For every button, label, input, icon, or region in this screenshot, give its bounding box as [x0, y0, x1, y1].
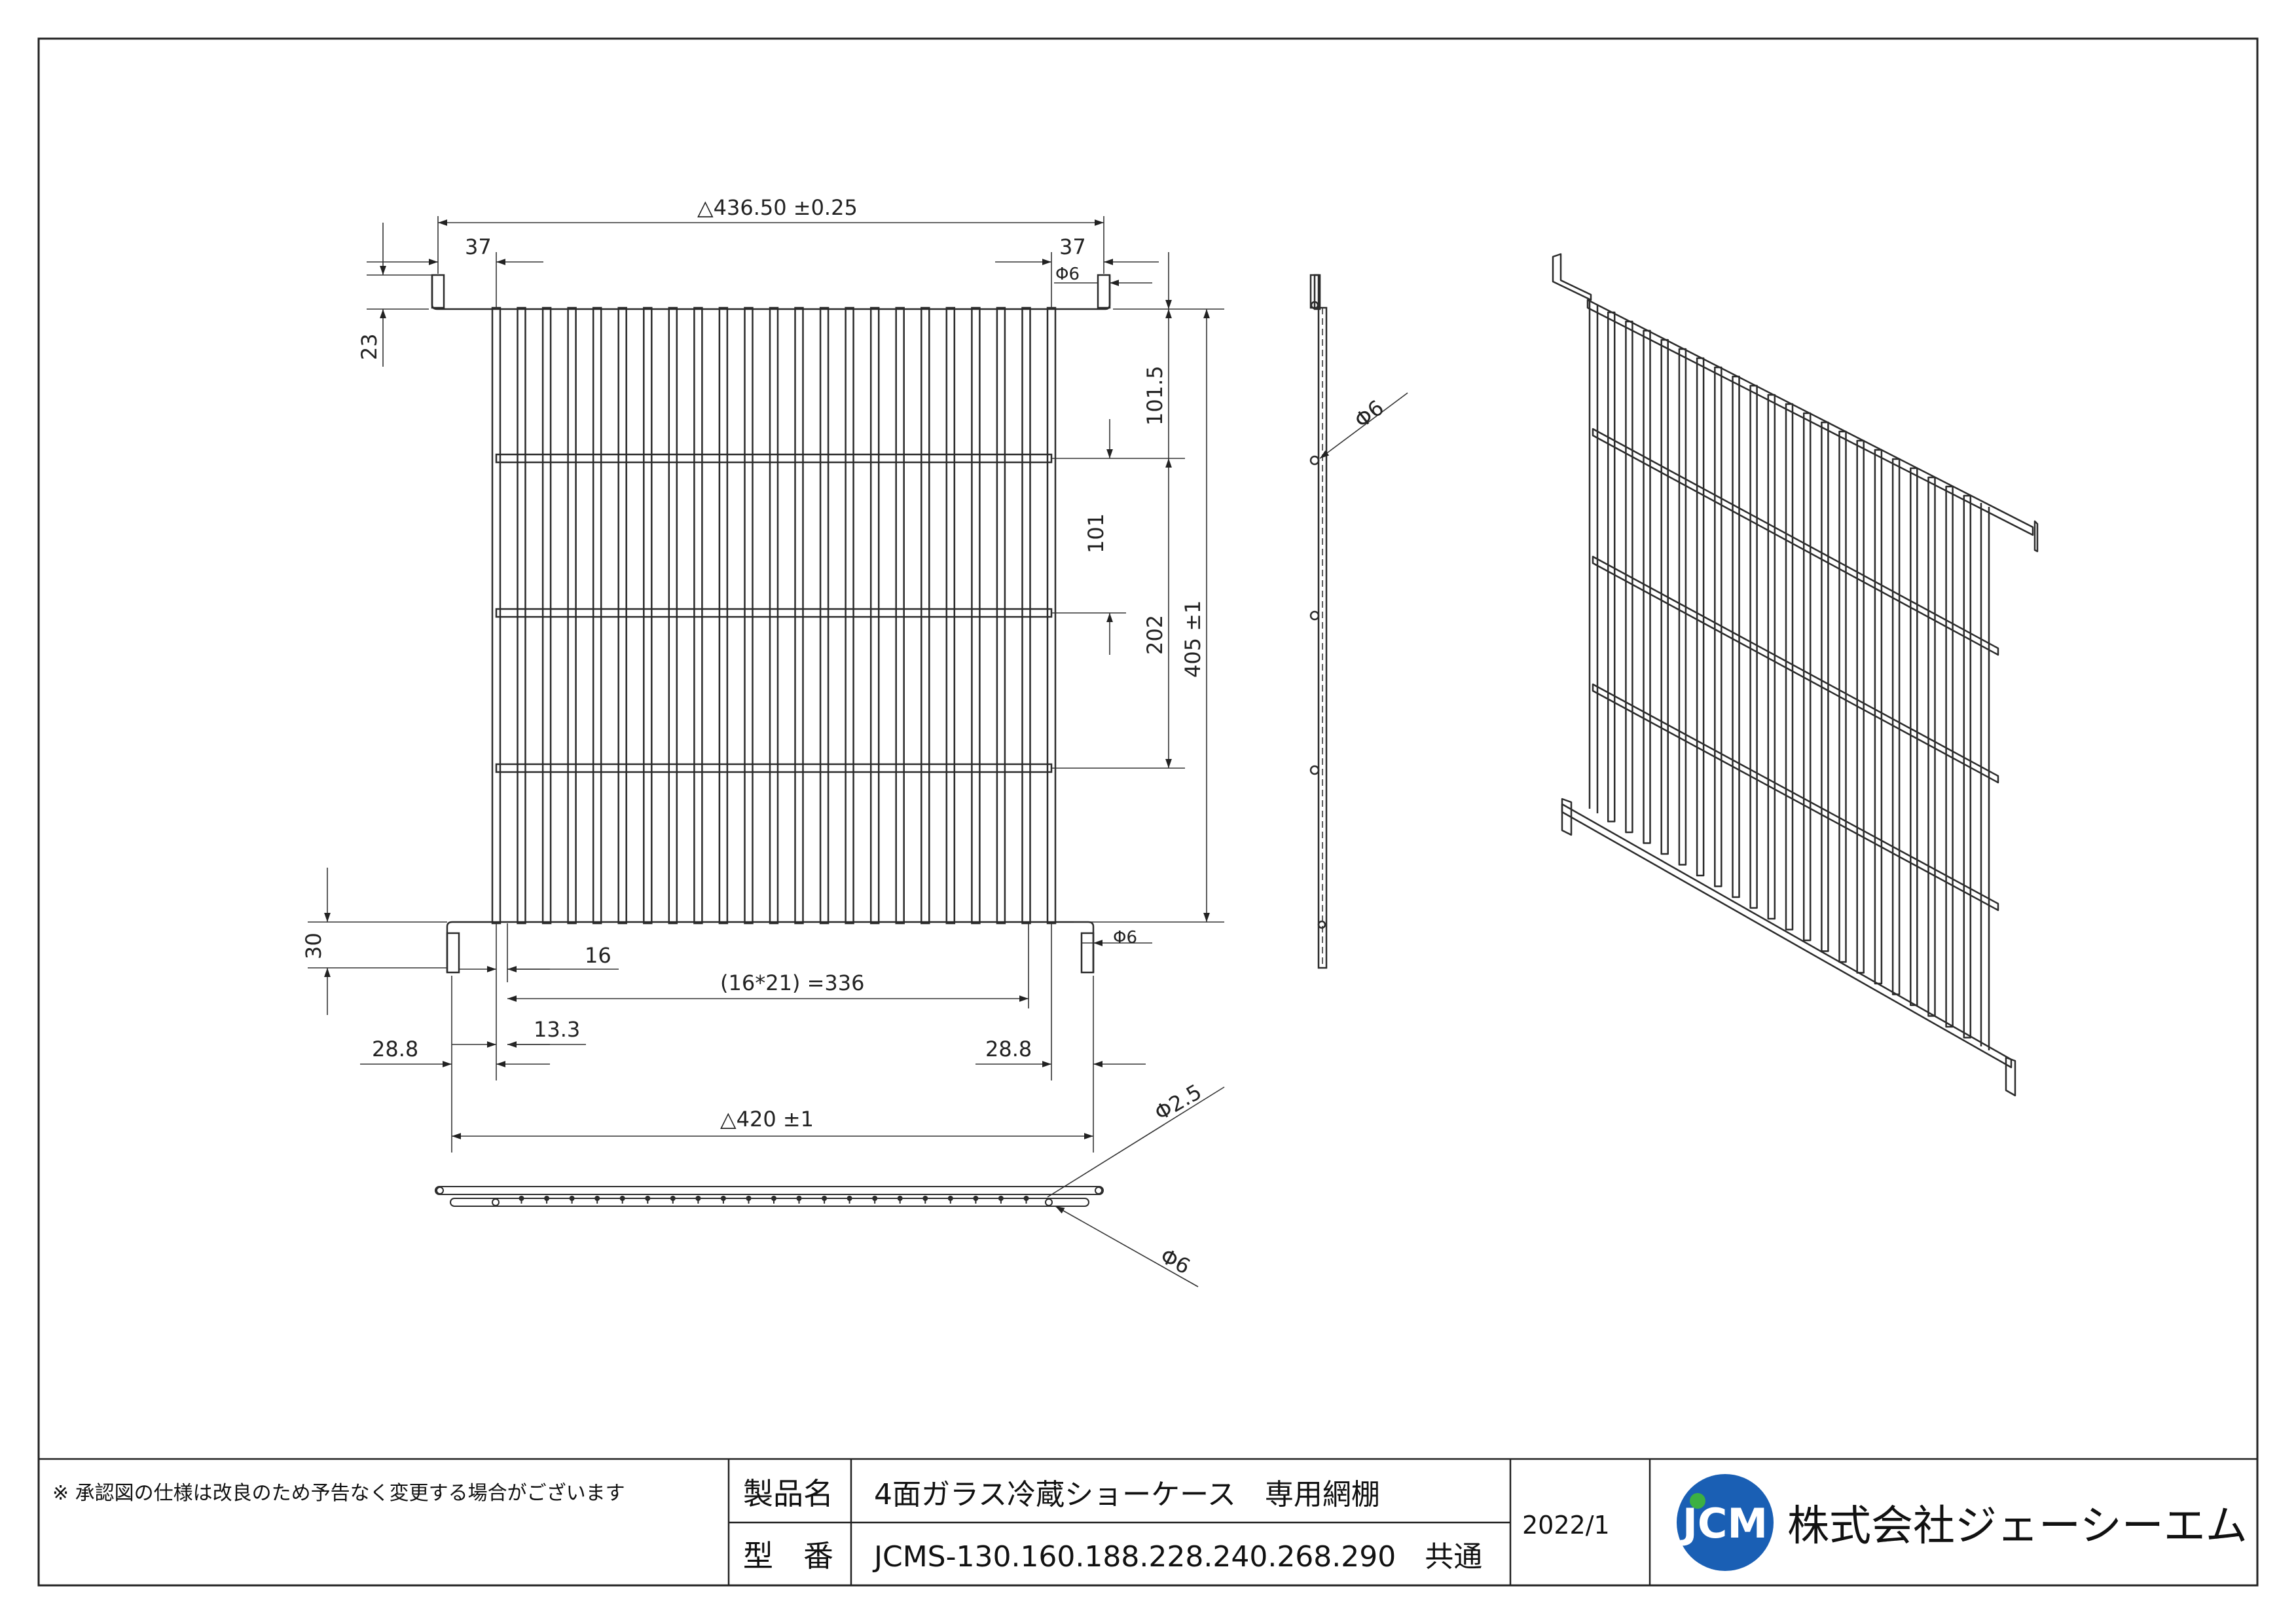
- dim-right-offset: 37: [1059, 234, 1086, 259]
- iso-wire: [1607, 311, 1616, 822]
- dim-top-width: △436.50 ±0.25: [697, 195, 858, 220]
- longitudinal-wire: [971, 306, 981, 925]
- dim-span: (16*21) =336: [720, 970, 864, 995]
- iso-wire: [1874, 449, 1883, 985]
- longitudinal-wire: [617, 306, 627, 925]
- longitudinal-wire: [996, 306, 1006, 925]
- longitudinal-wire: [819, 306, 829, 925]
- dim-left-edge: 28.8: [372, 1037, 418, 1061]
- iso-wire: [1963, 494, 1972, 1039]
- bottom-frame-bar: [446, 921, 1095, 972]
- iso-wire: [1660, 339, 1669, 855]
- section-wire-dots: [519, 1196, 1029, 1204]
- dim-bottom-width: △420 ±1: [720, 1107, 814, 1132]
- iso-wire: [1891, 458, 1901, 995]
- bottom-right-hook: [1080, 932, 1095, 974]
- dim-hook-height-bottom: 30: [301, 932, 326, 959]
- dim-right-edge: 28.8: [985, 1037, 1032, 1061]
- bottom-section-labels: Φ2.5 Φ6: [1150, 1079, 1206, 1279]
- isometric-view: [1552, 253, 2039, 1097]
- dim-hook-dia-bottom: Φ6: [1113, 928, 1137, 948]
- product-name-value: 4面ガラス冷蔵ショーケース 専用網棚: [874, 1478, 1380, 1511]
- longitudinal-wire: [744, 306, 754, 925]
- longitudinal-wire: [895, 306, 905, 925]
- iso-wire: [1732, 375, 1740, 898]
- longitudinal-wire: [718, 306, 729, 925]
- model-number-label: 型 番: [743, 1538, 833, 1574]
- longitudinal-wires: [491, 306, 1057, 925]
- product-name-label: 製品名: [743, 1476, 833, 1511]
- front-view: [431, 274, 1111, 974]
- longitudinal-wire: [1021, 306, 1031, 925]
- iso-longitudinal-wires: [1607, 311, 1972, 1039]
- dim-left-offset: 37: [465, 234, 492, 259]
- iso-wire: [1678, 348, 1687, 866]
- cross-wire-3: [495, 763, 1053, 773]
- iso-wire: [1785, 403, 1794, 931]
- dim-wire-pitch: 16: [585, 943, 611, 968]
- dim-hook-dia-top: Φ6: [1055, 265, 1080, 284]
- dim-inner-offset: 13.3: [534, 1017, 580, 1042]
- iso-wire: [1625, 320, 1633, 834]
- side-view: [1309, 274, 1408, 969]
- longitudinal-wire: [668, 306, 678, 925]
- longitudinal-wire: [592, 306, 602, 925]
- dim-first-cross: 101.5: [1142, 365, 1167, 426]
- front-view-dimension-labels: △436.50 ±0.25 37 37 Φ6 23 101.5 101 202 …: [301, 195, 1205, 1132]
- front-view-dimensions: [308, 216, 1224, 1153]
- iso-wire: [1767, 394, 1776, 920]
- iso-wire: [1838, 430, 1847, 963]
- iso-wire: [1945, 485, 1954, 1028]
- longitudinal-wire: [945, 306, 956, 925]
- top-left-hook: [431, 274, 445, 309]
- longitudinal-wire: [845, 306, 854, 925]
- title-block-text: ※ 承認図の仕様は改良のため予告なく変更する場合がございます 製品名 4面ガラス…: [52, 1474, 2248, 1574]
- title-block: [39, 1458, 2257, 1585]
- approval-note: ※ 承認図の仕様は改良のため予告なく変更する場合がございます: [52, 1482, 625, 1505]
- longitudinal-wire: [769, 306, 779, 925]
- longitudinal-wire: [693, 306, 703, 925]
- longitudinal-wire: [567, 306, 577, 925]
- drawing-date: 2022/1: [1522, 1511, 1610, 1540]
- dim-cross-spacing: 101: [1084, 513, 1108, 553]
- iso-wire: [1927, 476, 1936, 1017]
- company-logo: JCM: [1677, 1474, 1774, 1571]
- dim-wire-dia: Φ2.5: [1150, 1079, 1206, 1126]
- sheet-border: [37, 37, 2259, 1587]
- iso-wire: [1696, 357, 1705, 877]
- longitudinal-wire: [517, 306, 526, 925]
- dim-frame-dia: Φ6: [1156, 1244, 1194, 1280]
- longitudinal-wire: [794, 306, 804, 925]
- longitudinal-wire: [541, 306, 552, 925]
- logo-text: JCM: [1680, 1500, 1768, 1547]
- dim-two-cross: 202: [1142, 615, 1167, 655]
- longitudinal-wire: [643, 306, 653, 925]
- iso-wire: [1749, 384, 1758, 909]
- model-number-value: JCMS-130.160.188.228.240.268.290 共通: [872, 1540, 1482, 1574]
- iso-wire: [1802, 412, 1812, 942]
- company-name: 株式会社ジェーシーエム: [1787, 1502, 2248, 1551]
- cross-wire-2: [495, 608, 1053, 618]
- iso-wire: [1910, 467, 1918, 1006]
- longitudinal-wire: [869, 306, 880, 925]
- bottom-section-view: [435, 1086, 1225, 1287]
- dim-total-depth: 405 ±1: [1180, 600, 1205, 678]
- cross-wire-1: [495, 453, 1053, 464]
- bottom-left-hook: [446, 932, 460, 974]
- iso-wire: [1643, 329, 1651, 844]
- iso-wire: [1856, 439, 1865, 974]
- longitudinal-wire: [920, 306, 930, 925]
- top-frame-bar: [431, 275, 1111, 310]
- top-right-hook: [1097, 274, 1111, 309]
- iso-wire: [1714, 366, 1722, 887]
- dim-side-dia: Φ6: [1350, 395, 1389, 433]
- dim-hook-height-top: 23: [357, 333, 382, 360]
- iso-wire: [1821, 421, 1829, 952]
